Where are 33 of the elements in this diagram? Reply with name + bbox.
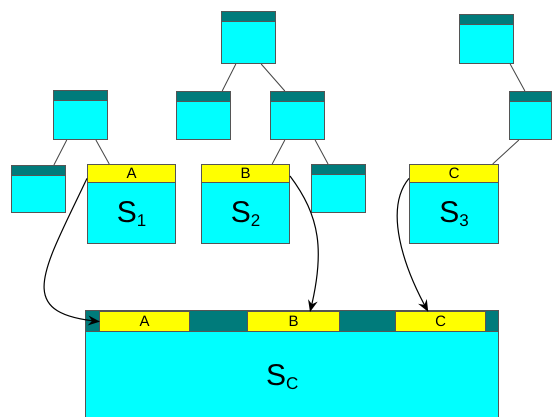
container-box	[85, 310, 499, 417]
tag-box: A	[99, 311, 190, 332]
tree-box	[459, 14, 514, 64]
box-heading: B	[202, 165, 289, 183]
tag-box: B	[247, 311, 340, 332]
tree-line	[272, 140, 286, 164]
tree-line	[95, 140, 110, 164]
arrow	[44, 178, 100, 325]
tree-box	[509, 91, 552, 140]
tree-line	[492, 140, 520, 164]
tree-box	[53, 90, 108, 140]
box-heading: A	[88, 165, 175, 183]
tree-line	[510, 64, 526, 92]
tree-line	[53, 140, 68, 166]
box-heading: C	[410, 165, 498, 183]
tree-box	[221, 11, 276, 64]
tree-box	[11, 165, 66, 213]
structure-box	[87, 164, 176, 244]
tree-box	[176, 91, 231, 140]
arrow	[396, 178, 428, 312]
tree-line	[260, 64, 286, 92]
tree-box	[270, 91, 325, 140]
box-label: S$_{3}$	[439, 198, 469, 228]
arrow	[290, 176, 319, 312]
box-label: S$_{2}$	[230, 198, 260, 228]
tree-line	[222, 64, 236, 92]
tag-box: C	[395, 311, 486, 332]
structure-box	[201, 164, 290, 244]
tree-line	[314, 140, 329, 164]
tree-box	[311, 164, 366, 213]
box-label: S$_{1}$	[116, 198, 146, 228]
box-label: S$_{C}$	[266, 361, 298, 391]
structure-box	[409, 164, 499, 244]
